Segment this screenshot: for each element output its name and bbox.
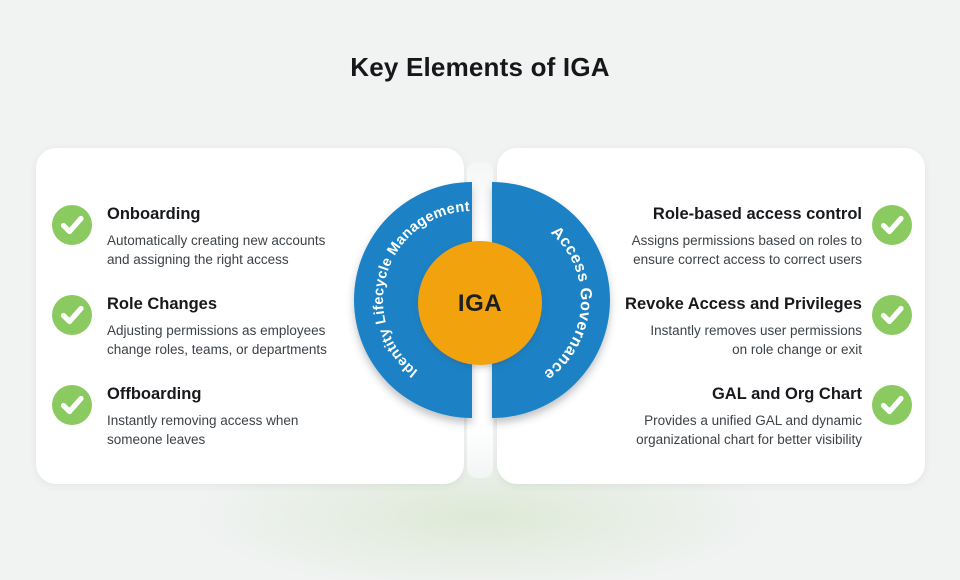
- body-line: ensure correct access to correct users: [633, 252, 862, 267]
- item-body: Provides a unified GAL and dynamic organi…: [636, 411, 862, 449]
- check-icon: [52, 295, 92, 335]
- item-heading: Role-based access control: [652, 205, 862, 223]
- item-heading: Onboarding: [107, 205, 201, 223]
- body-line: Provides a unified GAL and dynamic: [644, 413, 862, 428]
- list-item-role-changes: Role Changes Adjusting permissions as em…: [52, 294, 446, 359]
- item-body: Instantly removing access when someone le…: [107, 411, 298, 449]
- body-line: change roles, teams, or departments: [107, 342, 327, 357]
- item-heading: Role Changes: [107, 295, 218, 313]
- check-icon: [52, 385, 92, 425]
- ring-right-half: [492, 182, 610, 418]
- body-line: someone leaves: [107, 432, 206, 447]
- iga-core-label: IGA: [458, 290, 502, 317]
- list-item-rbac: Role-based access control Assigns permis…: [515, 204, 912, 269]
- list-item-revoke-access: Revoke Access and Privileges Instantly r…: [515, 294, 912, 359]
- check-icon: [872, 295, 912, 335]
- body-line: Instantly removes user permissions: [650, 323, 862, 338]
- item-body: Automatically creating new accounts and a…: [107, 231, 325, 269]
- item-body: Adjusting permissions as employees change…: [107, 321, 327, 359]
- item-body: Instantly removes user permissions on rol…: [625, 321, 862, 359]
- item-heading: GAL and Org Chart: [711, 385, 862, 403]
- body-line: Automatically creating new accounts: [107, 233, 326, 248]
- item-heading: Revoke Access and Privileges: [625, 295, 862, 313]
- check-icon: [872, 385, 912, 425]
- body-line: on role change or exit: [732, 342, 862, 357]
- body-line: organizational chart for better visibili…: [636, 432, 862, 447]
- iga-core-circle: [418, 241, 542, 365]
- list-item-gal-org-chart: GAL and Org Chart Provides a unified GAL…: [515, 384, 912, 449]
- item-heading: Offboarding: [107, 385, 202, 403]
- body-line: and assigning the right access: [107, 252, 289, 267]
- body-line: Adjusting permissions as employees: [107, 323, 326, 338]
- check-icon: [872, 205, 912, 245]
- check-icon: [52, 205, 92, 245]
- ring-left-half: [354, 182, 472, 418]
- iga-ring-diagram: Identity Lifecycle Management Access Gov…: [346, 178, 610, 418]
- body-line: Instantly removing access when: [107, 413, 299, 428]
- iga-infographic: { "title": "Key Elements of IGA", "color…: [0, 52, 960, 580]
- list-item-onboarding: Onboarding Automatically creating new ac…: [52, 204, 446, 269]
- body-line: Assigns permissions based on roles to: [631, 233, 862, 248]
- list-item-offboarding: Offboarding Instantly removing access wh…: [52, 384, 446, 449]
- page-title: Key Elements of IGA: [350, 52, 610, 82]
- item-body: Assigns permissions based on roles to ens…: [632, 231, 862, 269]
